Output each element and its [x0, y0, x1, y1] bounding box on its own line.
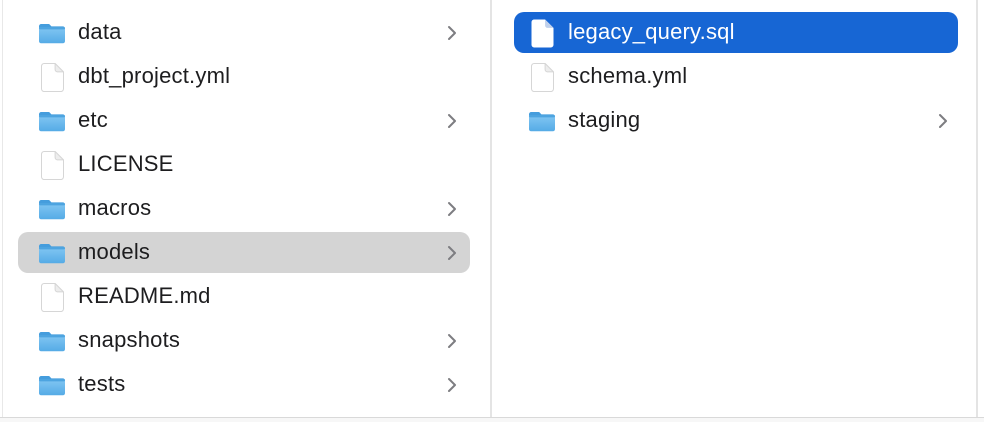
chevron-right-icon: [938, 113, 948, 129]
selection-highlight: [18, 232, 470, 273]
item-label: models: [78, 239, 151, 264]
finder-item-tests[interactable]: tests: [3, 363, 490, 407]
folder-icon: [38, 194, 66, 224]
column-divider[interactable]: [490, 0, 492, 417]
item-label: legacy_query.sql: [568, 19, 735, 44]
item-label: tests: [78, 371, 126, 396]
finder-column-3: [978, 0, 984, 417]
folder-icon: [38, 238, 66, 268]
window-bottom-divider: [0, 417, 984, 418]
item-label: etc: [78, 107, 108, 132]
left-edge-divider: [2, 0, 3, 417]
window-bottom-edge: [0, 418, 984, 422]
selection-highlight: [514, 12, 958, 53]
item-label: README.md: [78, 283, 211, 308]
finder-item-schema-yml[interactable]: schema.yml: [492, 55, 976, 99]
item-label: staging: [568, 107, 641, 132]
finder-item-dbt-project-yml[interactable]: dbt_project.yml: [3, 55, 490, 99]
file-icon: [528, 62, 556, 92]
chevron-right-icon: [447, 333, 457, 349]
item-label: schema.yml: [568, 63, 688, 88]
item-label: LICENSE: [78, 151, 174, 176]
item-label: dbt_project.yml: [78, 63, 231, 88]
chevron-right-icon: [447, 113, 457, 129]
finder-item-license[interactable]: LICENSE: [3, 143, 490, 187]
file-icon: [38, 150, 66, 180]
finder-item-staging[interactable]: staging: [492, 99, 976, 143]
finder-item-models[interactable]: models: [3, 231, 490, 275]
file-icon: [38, 62, 66, 92]
finder-column-1: data d: [3, 0, 490, 417]
file-icon: [38, 282, 66, 312]
column-divider[interactable]: [976, 0, 978, 417]
finder-column-2: legacy_query.sql: [492, 0, 976, 417]
folder-icon: [528, 106, 556, 136]
finder-item-macros[interactable]: macros: [3, 187, 490, 231]
chevron-right-icon: [447, 25, 457, 41]
finder-item-data[interactable]: data: [3, 11, 490, 55]
folder-icon: [38, 370, 66, 400]
folder-icon: [38, 326, 66, 356]
chevron-right-icon: [447, 377, 457, 393]
finder-item-etc[interactable]: etc: [3, 99, 490, 143]
item-label: data: [78, 19, 122, 44]
item-label: snapshots: [78, 327, 181, 352]
finder-item-legacy-query-sql[interactable]: legacy_query.sql: [492, 11, 976, 55]
folder-icon: [38, 106, 66, 136]
file-icon: [528, 18, 556, 48]
chevron-right-icon: [447, 201, 457, 217]
finder-item-snapshots[interactable]: snapshots: [3, 319, 490, 363]
folder-icon: [38, 18, 66, 48]
item-label: macros: [78, 195, 152, 220]
chevron-right-icon: [447, 245, 457, 261]
finder-item-readme-md[interactable]: README.md: [3, 275, 490, 319]
